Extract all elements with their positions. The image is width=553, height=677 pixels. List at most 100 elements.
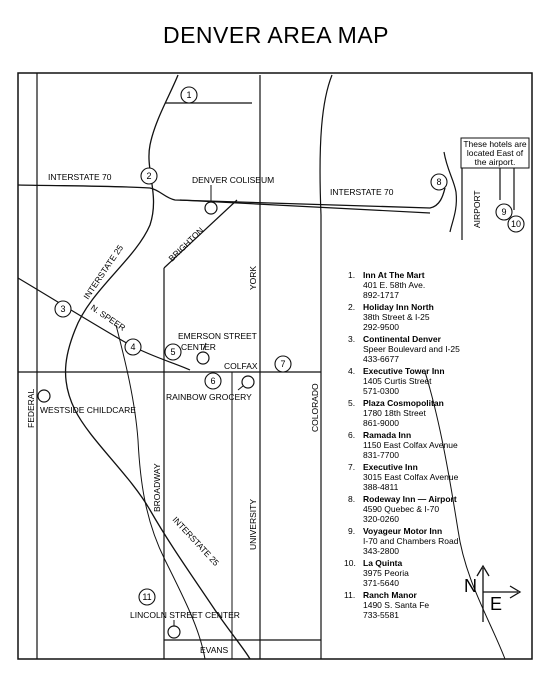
svg-text:1490 S. Santa Fe: 1490 S. Santa Fe [363, 600, 429, 610]
svg-text:9.: 9. [348, 526, 355, 536]
svg-text:433-6677: 433-6677 [363, 354, 399, 364]
svg-text:292-9500: 292-9500 [363, 322, 399, 332]
evans-label: EVANS [200, 645, 229, 655]
legend-item: 4. Executive Tower Inn 1405 Curtis Stree… [348, 366, 445, 396]
svg-text:Holiday Inn North: Holiday Inn North [363, 302, 434, 312]
brighton-label: BRIGHTON [166, 225, 205, 263]
note-line-3: the airport. [475, 157, 516, 167]
svg-text:Executive Inn: Executive Inn [363, 462, 418, 472]
interstate-70-lane [179, 199, 431, 214]
hotel-marker-1: 1 [180, 86, 198, 104]
lincoln-street-center-marker [167, 625, 181, 639]
interstate-25-road [64, 74, 251, 660]
legend-item: 9. Voyageur Motor Inn I-70 and Chambers … [348, 526, 459, 556]
hotel-marker-8: 8 [430, 173, 448, 191]
svg-text:7: 7 [280, 359, 285, 369]
svg-text:6: 6 [210, 376, 215, 386]
interstate-70-road [17, 184, 446, 209]
hotel-marker-6: 6 [204, 372, 222, 390]
svg-text:5: 5 [170, 347, 175, 357]
svg-text:1780 18th Street: 1780 18th Street [363, 408, 426, 418]
broadway-label: BROADWAY [152, 463, 162, 512]
legend-item: 10. La Quinta 3975 Peoria 371-5640 [344, 558, 409, 588]
svg-text:10: 10 [511, 219, 521, 229]
svg-text:388-4811: 388-4811 [363, 482, 399, 492]
note-line-2: located East of [467, 148, 524, 158]
hotel-marker-4: 4 [124, 338, 142, 356]
colfax-label: COLFAX [224, 361, 258, 371]
interstate-70-east-label: INTERSTATE 70 [330, 187, 394, 197]
svg-text:733-5581: 733-5581 [363, 610, 399, 620]
svg-text:4590 Quebec & I-70: 4590 Quebec & I-70 [363, 504, 439, 514]
interstate-25-south-label: INTERSTATE 25 [171, 515, 222, 568]
westside-childcare-marker [37, 389, 51, 403]
westside-childcare-label: WESTSIDE CHILDCARE [40, 405, 136, 415]
svg-text:Speer Boulevard and I-25: Speer Boulevard and I-25 [363, 344, 460, 354]
compass-east-label: E [490, 594, 502, 614]
brighton-road [163, 199, 238, 269]
svg-text:831-7700: 831-7700 [363, 450, 399, 460]
svg-text:38th Street & I-25: 38th Street & I-25 [363, 312, 430, 322]
svg-text:371-5640: 371-5640 [363, 578, 399, 588]
svg-text:571-0300: 571-0300 [363, 386, 399, 396]
svg-text:Rodeway Inn — Airport: Rodeway Inn — Airport [363, 494, 457, 504]
svg-text:1.: 1. [348, 270, 355, 280]
svg-text:3: 3 [60, 304, 65, 314]
rainbow-grocery-label: RAINBOW GROCERY [166, 392, 252, 402]
interstate-25-north-label: INTERSTATE 25 [81, 243, 125, 301]
south-river-road [115, 324, 206, 660]
hotel-marker-5: 5 [164, 343, 182, 361]
svg-text:3975 Peoria: 3975 Peoria [363, 568, 409, 578]
svg-text:I-70 and Chambers Road: I-70 and Chambers Road [363, 536, 459, 546]
airport-road-west [443, 151, 457, 233]
svg-text:Plaza Cosmopolitan: Plaza Cosmopolitan [363, 398, 444, 408]
hotel-marker-9: 9 [495, 203, 513, 221]
svg-text:10.: 10. [344, 558, 356, 568]
colorado-label: COLORADO [310, 383, 320, 432]
svg-text:1: 1 [186, 90, 191, 100]
svg-text:6.: 6. [348, 430, 355, 440]
interstate-70-west-label: INTERSTATE 70 [48, 172, 112, 182]
svg-text:2: 2 [146, 171, 151, 181]
airport-label: AIRPORT [472, 190, 482, 228]
legend-item: 11. Ranch Manor 1490 S. Santa Fe 733-558… [344, 590, 429, 620]
svg-text:11: 11 [142, 592, 151, 602]
svg-text:861-9000: 861-9000 [363, 418, 399, 428]
legend-item: 7. Executive Inn 3015 East Colfax Avenue… [348, 462, 459, 492]
note-line-1: These hotels are [463, 139, 527, 149]
svg-text:Ramada Inn: Ramada Inn [363, 430, 411, 440]
hotel-marker-10: 10 [507, 215, 525, 233]
rainbow-grocery-marker [241, 375, 255, 389]
svg-text:9: 9 [501, 207, 506, 217]
hotel-marker-2: 2 [140, 167, 158, 185]
emerson-leader [202, 342, 207, 351]
east-boundary-road [424, 371, 506, 660]
legend-item: 6. Ramada Inn 1150 East Colfax Avenue 83… [348, 430, 458, 460]
denver-coliseum-label: DENVER COLISEUM [192, 175, 274, 185]
denver-coliseum-marker [204, 201, 218, 215]
n-speer-road [17, 277, 191, 371]
hotel-legend: 1. Inn At The Mart 401 E. 58th Ave. 892-… [344, 270, 460, 620]
hotel-marker-3: 3 [54, 300, 72, 318]
svg-text:Voyageur Motor Inn: Voyageur Motor Inn [363, 526, 442, 536]
federal-label: FEDERAL [26, 389, 36, 428]
svg-text:401 E. 58th Ave.: 401 E. 58th Ave. [363, 280, 425, 290]
compass-north-label: N [464, 576, 477, 596]
svg-text:4: 4 [130, 342, 135, 352]
lincoln-street-center-label: LINCOLN STREET CENTER [130, 610, 240, 620]
svg-text:3.: 3. [348, 334, 355, 344]
emerson-street-center-label-line2: CENTER [181, 342, 216, 352]
svg-text:343-2800: 343-2800 [363, 546, 399, 556]
svg-text:11.: 11. [344, 590, 355, 600]
svg-text:5.: 5. [348, 398, 355, 408]
legend-item: 1. Inn At The Mart 401 E. 58th Ave. 892-… [348, 270, 425, 300]
svg-text:8.: 8. [348, 494, 355, 504]
svg-text:1405 Curtis Street: 1405 Curtis Street [363, 376, 432, 386]
svg-text:Executive Tower Inn: Executive Tower Inn [363, 366, 445, 376]
svg-text:892-1717: 892-1717 [363, 290, 399, 300]
svg-text:Inn At The Mart: Inn At The Mart [363, 270, 425, 280]
map-frame [17, 72, 533, 660]
university-label: UNIVERSITY [248, 499, 258, 550]
airport-note-box: These hotels are located East of the air… [460, 137, 530, 169]
svg-text:8: 8 [436, 177, 441, 187]
